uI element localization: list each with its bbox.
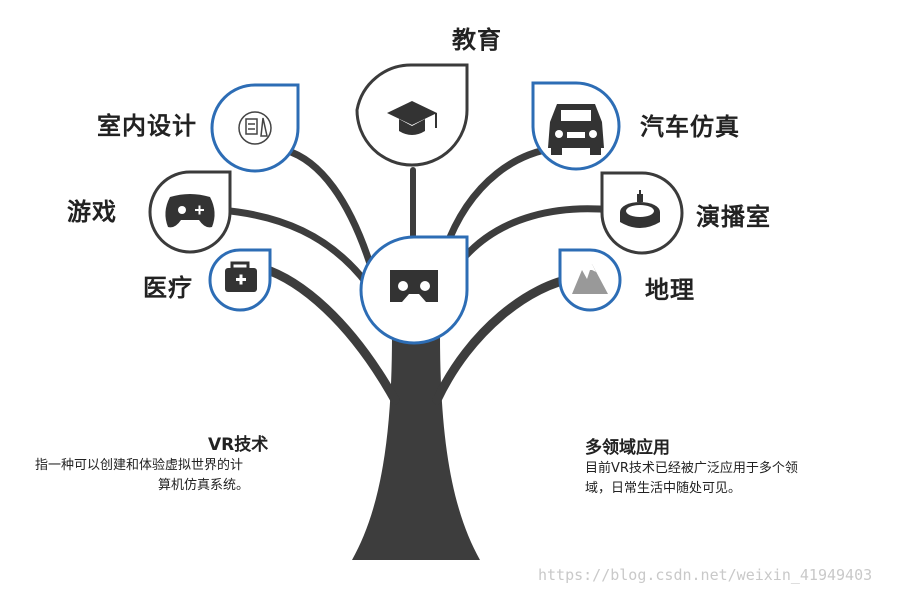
branch-label-medical: 医疗 bbox=[143, 274, 193, 302]
vr-center-node bbox=[359, 235, 469, 345]
geography-node bbox=[558, 248, 622, 312]
branch-label-studio: 演播室 bbox=[696, 203, 771, 231]
medical-kit-icon bbox=[225, 261, 257, 292]
mountain-icon bbox=[572, 264, 608, 294]
car-simulation-node bbox=[531, 81, 621, 171]
branch-left-design bbox=[281, 146, 376, 274]
interior-design-drop-shape bbox=[210, 83, 300, 173]
branch-left-outer bbox=[257, 263, 400, 405]
education-node bbox=[355, 63, 469, 167]
right-text-line-2: 域，日常生活中随处可见。 bbox=[585, 481, 742, 496]
design-sketch-icon bbox=[238, 111, 272, 145]
car-icon bbox=[548, 104, 604, 155]
medical-node bbox=[208, 248, 272, 312]
graduation-cap-icon bbox=[387, 101, 437, 135]
branch-label-interior-design: 室内设计 bbox=[97, 112, 197, 140]
interior-design-node bbox=[210, 83, 300, 173]
branch-label-geography: 地理 bbox=[645, 276, 695, 304]
vr-headset-icon bbox=[390, 270, 438, 302]
left-text-line-1: 指一种可以创建和体验虚拟世界的计 bbox=[35, 458, 244, 473]
branch-right-outer bbox=[432, 273, 580, 405]
stadium-icon bbox=[620, 190, 660, 228]
branch-label-car-simulation: 汽车仿真 bbox=[640, 113, 740, 141]
right-text-title: 多领域应用 bbox=[585, 438, 670, 458]
right-text-line-1: 目前VR技术已经被广泛应用于多个领 bbox=[585, 461, 798, 476]
left-text-title: VR技术 bbox=[208, 435, 269, 455]
branch-label-game: 游戏 bbox=[67, 198, 117, 226]
gamepad-icon bbox=[165, 194, 215, 228]
watermark: https://blog.csdn.net/weixin_41949403 bbox=[538, 566, 873, 584]
branch-right-car bbox=[441, 144, 564, 254]
branch-right-studio bbox=[458, 205, 616, 264]
tree-branches bbox=[216, 144, 616, 405]
left-text-line-2: 算机仿真系统。 bbox=[158, 478, 250, 493]
branch-label-education: 教育 bbox=[452, 26, 502, 54]
game-node bbox=[148, 170, 232, 254]
branch-left-game bbox=[216, 206, 372, 289]
tree-trunk bbox=[352, 335, 480, 560]
studio-node bbox=[600, 171, 684, 255]
